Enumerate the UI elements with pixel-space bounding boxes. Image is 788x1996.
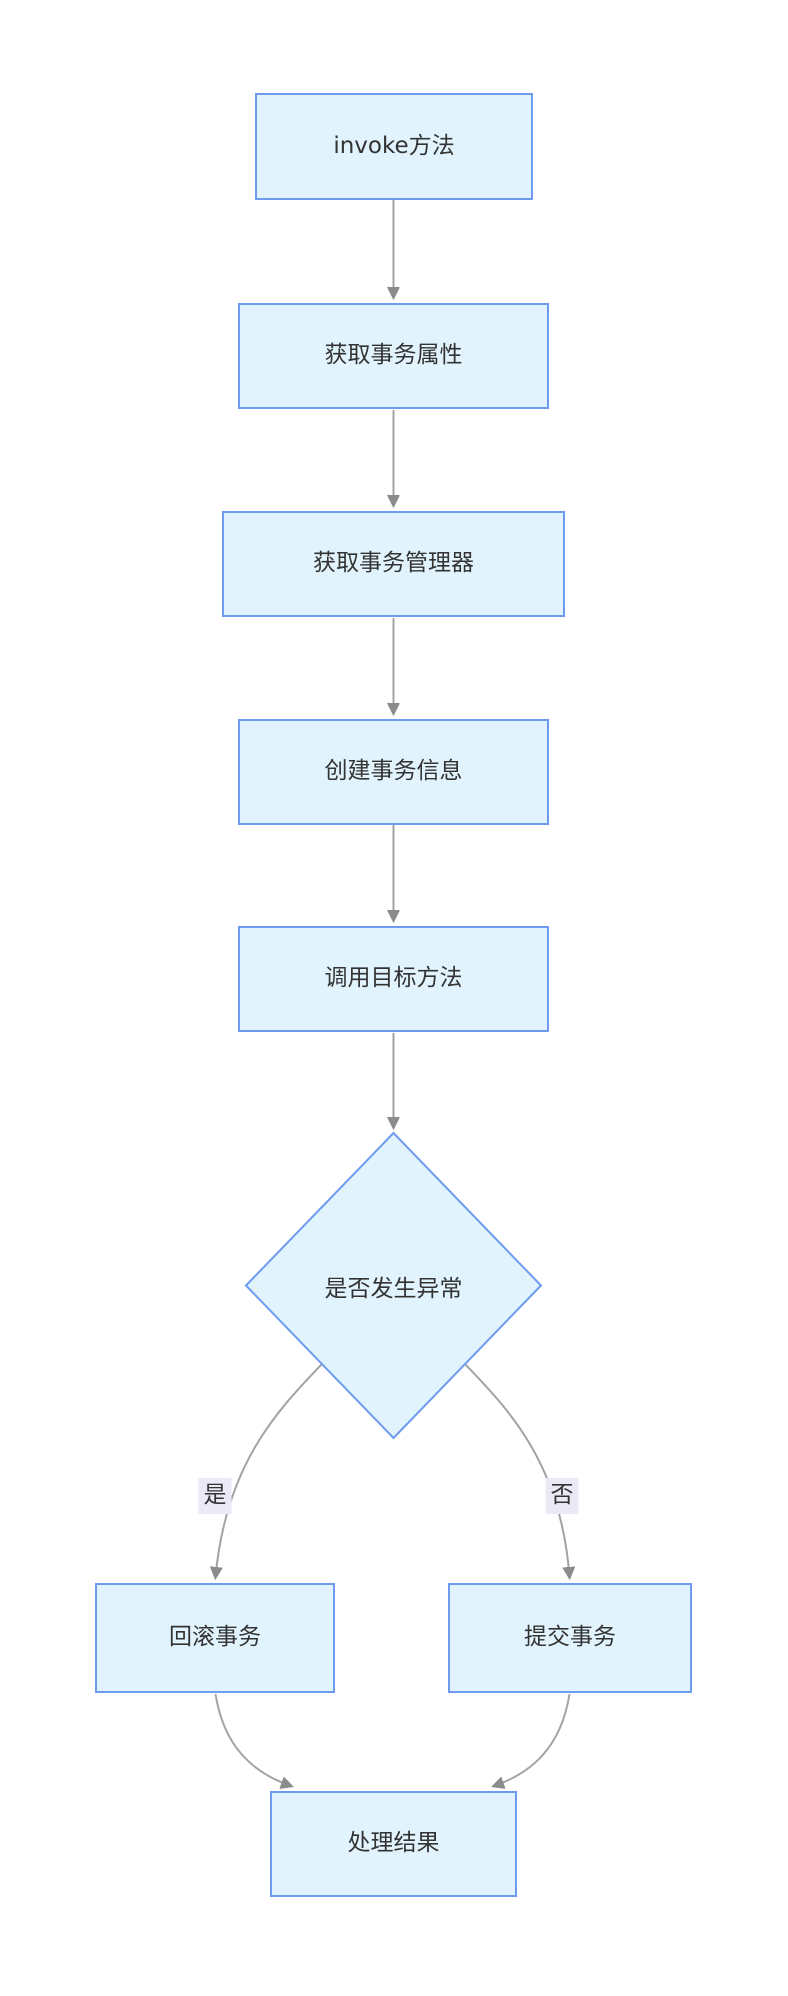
node-call-target: 调用目标方法 — [238, 926, 549, 1032]
node-result: 处理结果 — [270, 1791, 517, 1897]
node-get-manager-label: 获取事务管理器 — [313, 550, 474, 577]
edge-label-no-text: 否 — [550, 1482, 574, 1508]
edge-no-exception-to-commit — [464, 1363, 570, 1577]
edge-yes-exception-to-rollback — [216, 1363, 323, 1577]
edge-label-yes-text: 是 — [203, 1482, 227, 1508]
node-rollback-label: 回滚事务 — [169, 1624, 261, 1651]
node-commit-label: 提交事务 — [524, 1624, 616, 1651]
node-call-target-label: 调用目标方法 — [324, 965, 463, 992]
node-invoke: invoke方法 — [255, 93, 533, 200]
node-exception-check: 是否发生异常 — [246, 1133, 541, 1438]
node-create-info: 创建事务信息 — [238, 719, 549, 825]
edge-rollback-to-result — [214, 1693, 292, 1786]
edge-commit-to-result — [494, 1693, 571, 1786]
edge-label-yes: 是 — [198, 1478, 232, 1514]
node-get-manager: 获取事务管理器 — [222, 511, 565, 617]
node-exception-check-label: 是否发生异常 — [324, 1275, 463, 1302]
node-rollback: 回滚事务 — [95, 1583, 335, 1693]
node-invoke-label: invoke方法 — [333, 132, 455, 159]
decision-diamond-shape — [244, 1131, 543, 1440]
node-get-attr-label: 获取事务属性 — [324, 342, 463, 369]
node-result-label: 处理结果 — [347, 1830, 440, 1857]
node-create-info-label: 创建事务信息 — [324, 758, 463, 785]
node-get-attr: 获取事务属性 — [238, 303, 549, 409]
node-commit: 提交事务 — [448, 1583, 692, 1693]
edge-label-no: 否 — [545, 1478, 579, 1514]
